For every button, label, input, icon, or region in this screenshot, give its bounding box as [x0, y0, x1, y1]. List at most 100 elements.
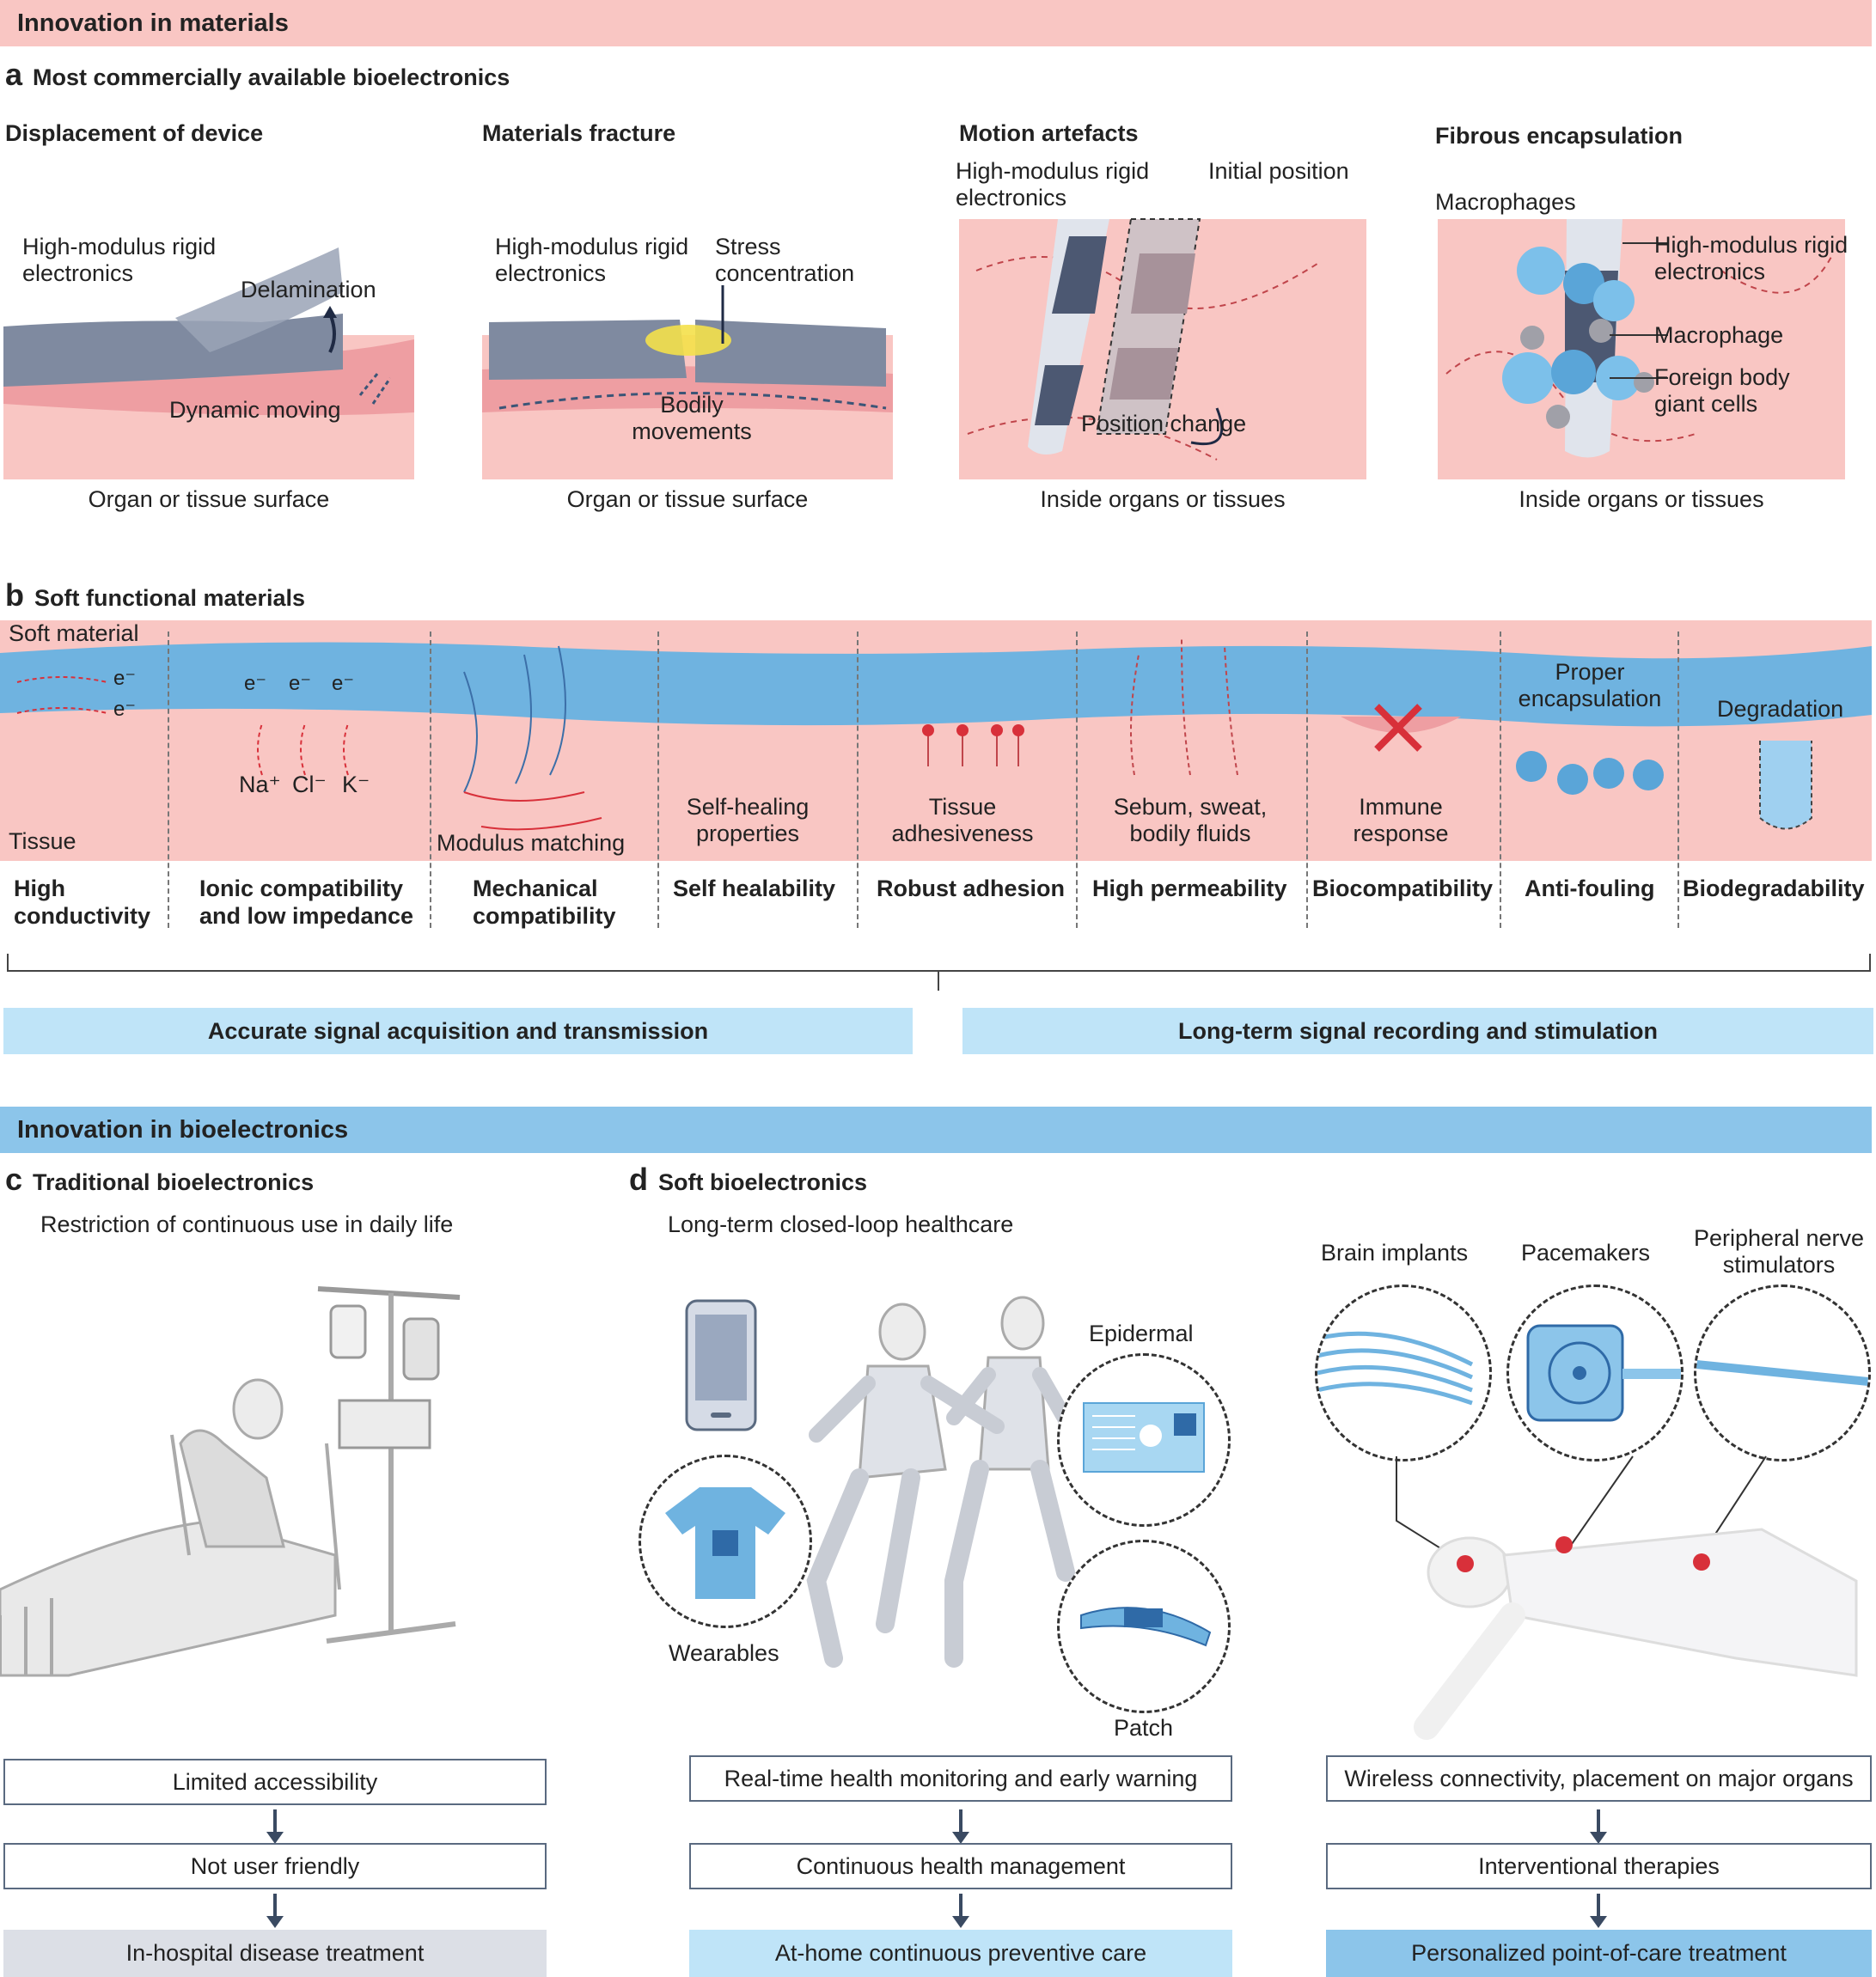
property-biodegradability: Biodegradability	[1683, 876, 1865, 901]
nerve-stimulator-icon	[1696, 1360, 1868, 1386]
property-ionic-compatibility: Ionic compatibility and low impedance	[199, 876, 414, 929]
ion-electron-2: e⁻	[289, 672, 312, 695]
property-high-permeability: High permeability	[1092, 876, 1287, 901]
epidermal-circle	[1057, 1353, 1231, 1527]
d-flow-right-arrow-1	[1590, 1809, 1607, 1844]
potassium-label: K⁻	[342, 772, 370, 797]
outcome-accurate-signal-text: Accurate signal acquisition and transmis…	[207, 1017, 709, 1044]
phone-icon	[685, 1299, 757, 1431]
c-flow-arrow-2	[266, 1894, 284, 1928]
stress-label: Stress concentration	[715, 234, 855, 286]
ion-electron-1: e⁻	[244, 672, 267, 695]
fracture-heading: Materials fracture	[482, 120, 676, 146]
d-flow-left-arrow-1	[952, 1809, 969, 1844]
panel-b-letter: b	[5, 577, 24, 613]
brain-implants-label: Brain implants	[1321, 1240, 1469, 1266]
d-flow-continuous-management: Continuous health management	[689, 1843, 1232, 1889]
c-flow-not-user-friendly: Not user friendly	[3, 1843, 547, 1889]
wearables-label: Wearables	[669, 1640, 779, 1666]
brain-implants-circle	[1315, 1284, 1492, 1461]
divider-6	[1306, 632, 1308, 928]
property-mechanical-compatibility: Mechanical compatibility	[473, 876, 616, 929]
wearables-circle	[639, 1455, 812, 1628]
soft-material-layer	[0, 637, 1872, 831]
property-anti-fouling: Anti-fouling	[1525, 876, 1655, 901]
self-healing-label: Self-healing properties	[686, 794, 810, 846]
panel-c-letter: c	[5, 1162, 23, 1197]
modulus-matching-label: Modulus matching	[437, 830, 626, 856]
d-flow-right-arrow-2	[1590, 1894, 1607, 1928]
pacemakers-label: Pacemakers	[1521, 1240, 1651, 1266]
d-flow-at-home: At-home continuous preventive care	[689, 1930, 1232, 1977]
sodium-label: Na⁺	[239, 772, 281, 797]
patch-label: Patch	[1114, 1715, 1174, 1741]
degradation-label: Degradation	[1717, 696, 1844, 722]
macrophages-label: Macrophages	[1435, 189, 1576, 215]
outcome-long-term-signal: Long-term signal recording and stimulati…	[962, 1008, 1873, 1054]
fibrous-rigid-label: High-modulus rigid electronics	[1654, 232, 1849, 284]
outcome-long-term-signal-text: Long-term signal recording and stimulati…	[1177, 1017, 1659, 1044]
dynamic-moving-label: Dynamic moving	[169, 397, 341, 423]
lying-person-illustration	[1396, 1455, 1858, 1740]
d-flow-personalized: Personalized point-of-care treatment	[1326, 1930, 1872, 1977]
pacemaker-icon	[1526, 1324, 1681, 1422]
divider-8	[1677, 632, 1679, 928]
c-flow-not-user-friendly-text: Not user friendly	[190, 1852, 360, 1879]
panel-d-subtitle: Long-term closed-loop healthcare	[668, 1211, 1014, 1237]
fracture-illustration	[482, 285, 893, 479]
divider-2	[430, 632, 431, 928]
giant-cells-label: Foreign body giant cells	[1654, 364, 1790, 417]
property-biocompatibility: Biocompatibility	[1312, 876, 1494, 901]
pacemakers-circle	[1506, 1284, 1684, 1461]
d-flow-personalized-text: Personalized point-of-care treatment	[1411, 1940, 1787, 1966]
fibrous-heading: Fibrous encapsulation	[1435, 123, 1684, 149]
divider-5	[1076, 632, 1078, 928]
motion-rigid-label: High-modulus rigid electronics	[956, 158, 1150, 211]
panel-d-title-text: Soft bioelectronics	[658, 1169, 868, 1195]
panel-c-subtitle: Restriction of continuous use in daily l…	[40, 1211, 454, 1237]
soft-material-label: Soft material	[9, 620, 139, 646]
fracture-rigid-label: High-modulus rigid electronics	[495, 234, 689, 286]
displacement-surface-label: Organ or tissue surface	[88, 486, 330, 512]
runners-illustration	[806, 1296, 1082, 1668]
epidermal-device-icon	[1083, 1402, 1205, 1473]
displacement-heading: Displacement of device	[5, 120, 264, 146]
displacement-illustration	[3, 247, 414, 479]
divider-4	[857, 632, 859, 928]
soft-material-strip: Soft material Tissue e⁻ e⁻ e⁻ e⁻ e⁻ Na⁺ …	[0, 620, 1872, 861]
panel-d-letter: d	[629, 1162, 648, 1197]
d-flow-wireless: Wireless connectivity, placement on majo…	[1326, 1755, 1872, 1802]
patch-device-icon	[1080, 1607, 1212, 1647]
ion-electron-3: e⁻	[332, 672, 355, 695]
c-flow-arrow-1	[266, 1809, 284, 1844]
panel-a-letter: a	[5, 57, 23, 92]
materials-band-title: Innovation in materials	[17, 9, 289, 37]
d-flow-wireless-text: Wireless connectivity, placement on majo…	[1344, 1765, 1854, 1791]
peripheral-circle	[1694, 1284, 1871, 1461]
outcome-accurate-signal: Accurate signal acquisition and transmis…	[3, 1008, 913, 1054]
d-flow-continuous-management-text: Continuous health management	[796, 1852, 1126, 1879]
d-flow-interventional: Interventional therapies	[1326, 1843, 1872, 1889]
immune-response-label: Immune response	[1353, 794, 1449, 846]
divider-1	[168, 632, 169, 928]
displacement-rigid-label: High-modulus rigid electronics	[22, 234, 217, 286]
electron-2: e⁻	[113, 698, 137, 721]
motion-inside-label: Inside organs or tissues	[1040, 486, 1286, 512]
brain-implant-icon	[1317, 1331, 1474, 1406]
outcome-bracket	[7, 954, 1871, 991]
c-flow-limited-accessibility: Limited accessibility	[3, 1759, 547, 1805]
d-flow-interventional-text: Interventional therapies	[1478, 1852, 1720, 1879]
encapsulation-label: Proper encapsulation	[1518, 659, 1662, 711]
fracture-surface-label: Organ or tissue surface	[566, 486, 809, 512]
property-self-healability: Self healability	[673, 876, 836, 901]
c-flow-limited-accessibility-text: Limited accessibility	[172, 1768, 378, 1795]
hospital-bed-illustration	[0, 1286, 461, 1677]
delamination-label: Delamination	[241, 277, 376, 302]
macrophage-label: Macrophage	[1654, 322, 1784, 348]
tshirt-icon	[665, 1487, 785, 1599]
initial-position-label: Initial position	[1208, 158, 1349, 184]
fibrous-inside-label: Inside organs or tissues	[1519, 486, 1764, 512]
bodily-movements-label: Bodily movements	[632, 392, 752, 444]
